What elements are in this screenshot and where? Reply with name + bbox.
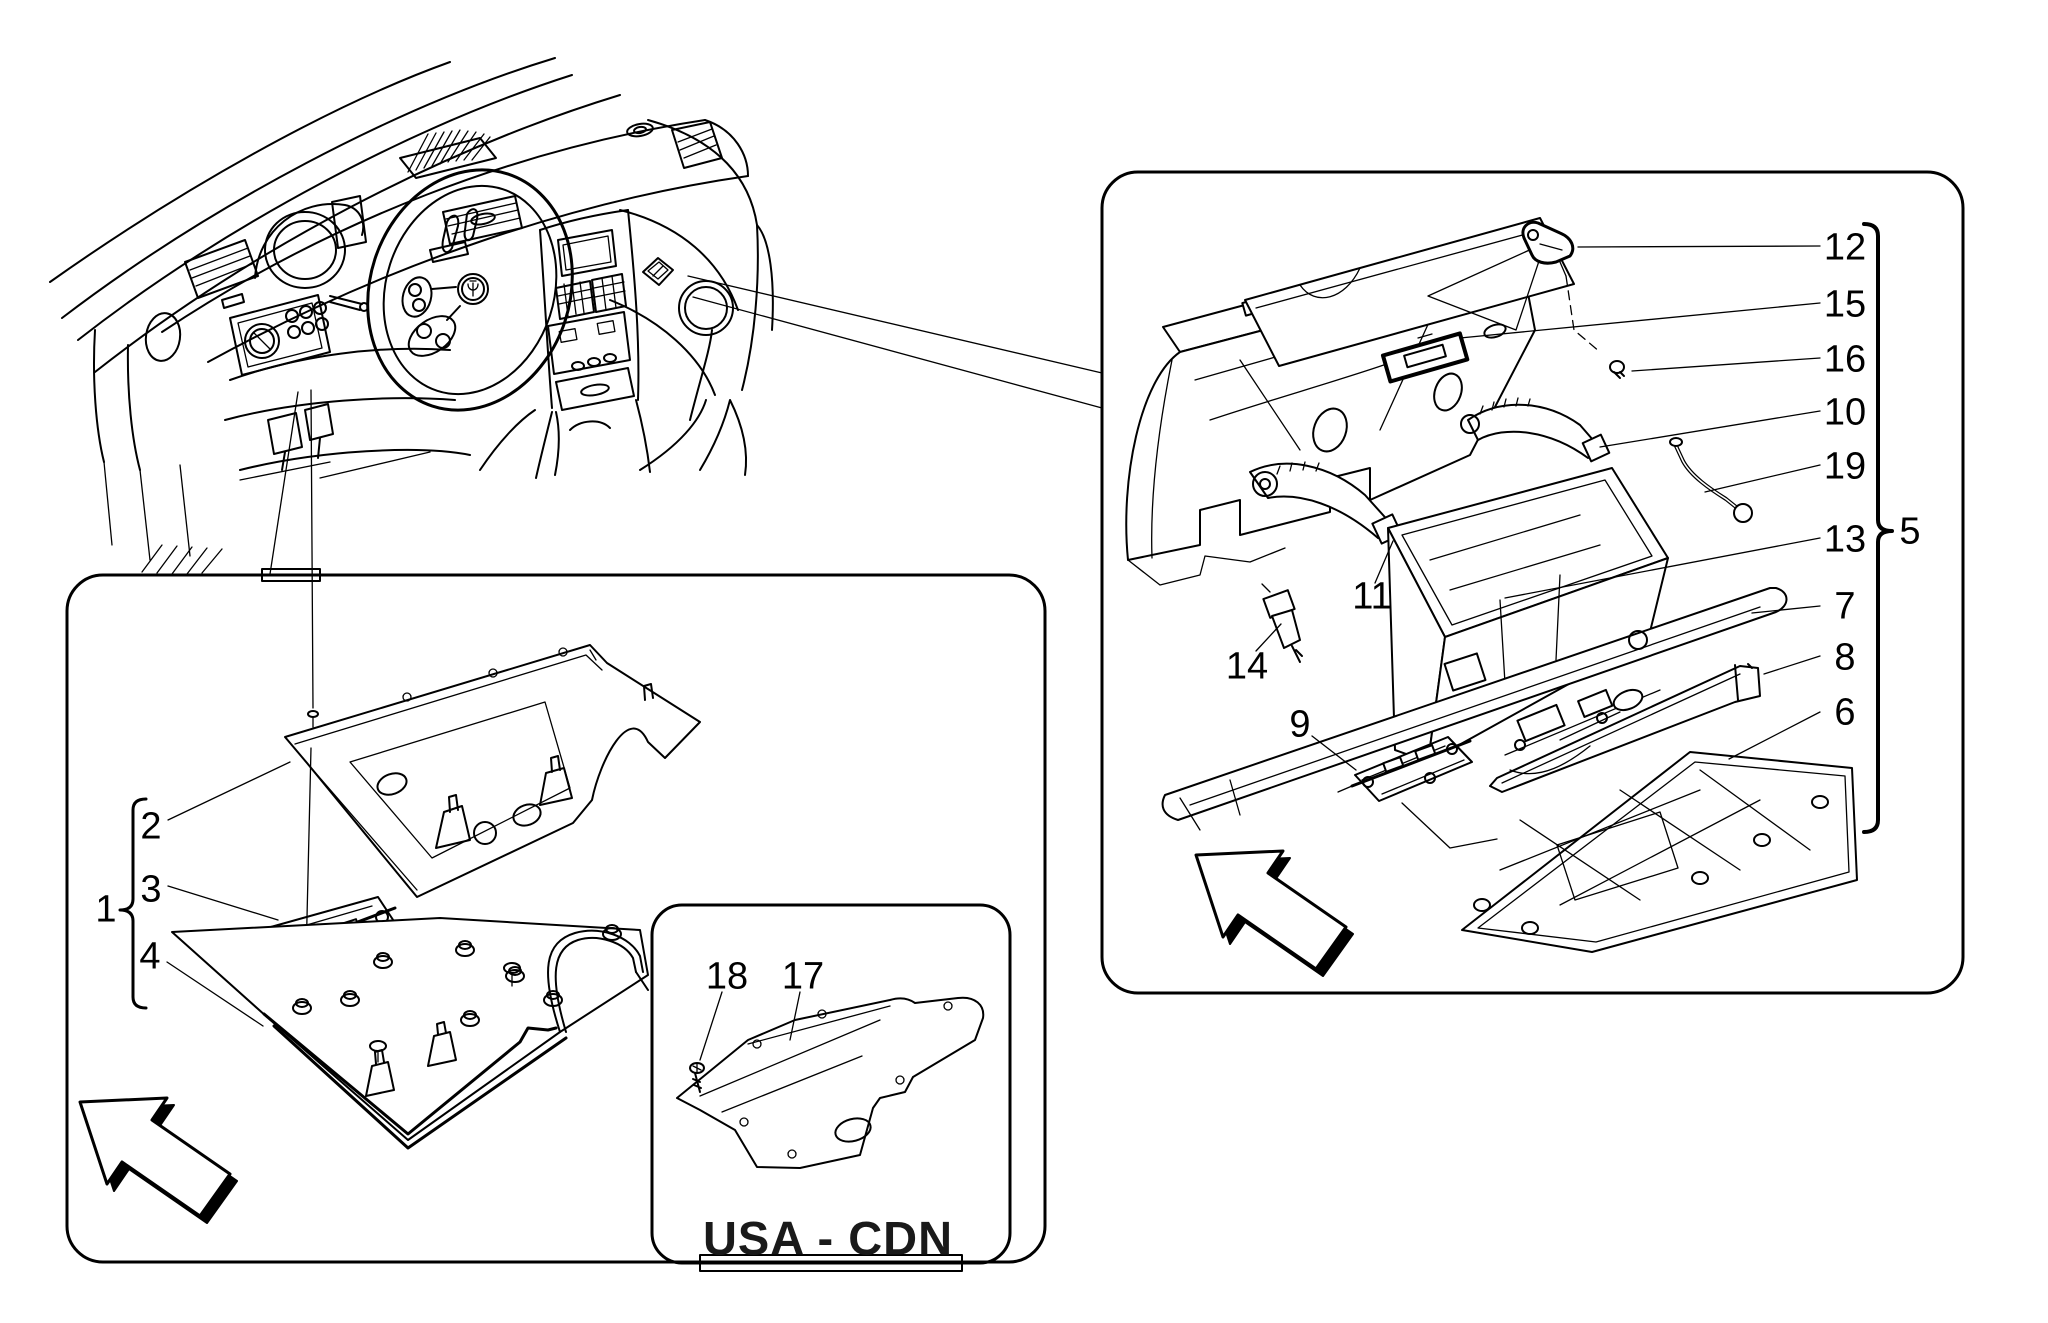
grommets: [292, 924, 622, 1027]
left-detail-box: [65, 568, 1047, 1264]
dashboard-callout-lines: [269, 275, 1103, 709]
callout-11: 11: [1352, 575, 1392, 618]
latch-part15: [1380, 331, 1470, 384]
right-group-brace: [1862, 222, 1894, 834]
callout-8: 8: [1834, 636, 1856, 679]
underdash-panel-part2: [284, 644, 701, 898]
right-detail-box: [1100, 170, 1965, 995]
glovebox-lid: [1244, 217, 1575, 367]
direction-arrow-left: [78, 1096, 238, 1224]
pin-part16: [1609, 360, 1625, 379]
callout-14: 14: [1225, 645, 1269, 688]
direction-arrow-right: [1194, 849, 1354, 977]
inset-region-label: USA - CDN: [702, 1211, 954, 1265]
callout-16: 16: [1823, 338, 1867, 381]
callout-19: 19: [1823, 445, 1867, 488]
door-panel-part7: [1161, 587, 1788, 831]
dashboard-illustration: [49, 57, 774, 575]
lower-panel-part4: [171, 917, 649, 1150]
callout-6: 6: [1834, 691, 1856, 734]
latch-mechanism: [1504, 688, 1661, 775]
usa-callout-leaders: [699, 991, 801, 1061]
floor-plate-part17: [676, 996, 985, 1169]
callout-5: 5: [1899, 510, 1921, 553]
callout-10: 10: [1823, 391, 1867, 434]
sensor-part14: [1261, 583, 1303, 663]
callout-7: 7: [1834, 585, 1856, 628]
callout-3: 3: [140, 868, 162, 911]
callout-2: 2: [140, 805, 162, 848]
callout-13: 13: [1823, 518, 1867, 561]
hinge-part9: [1337, 736, 1498, 849]
right-callout-leaders: [1255, 245, 1821, 771]
callout-9: 9: [1289, 703, 1311, 746]
striker-part12: [1521, 220, 1601, 353]
usa-cdn-inset-box: [650, 903, 1012, 1272]
guide-rail-part8: [1489, 663, 1761, 793]
callout-18: 18: [705, 955, 749, 998]
damper-arm-part10: [1460, 397, 1611, 463]
callout-17: 17: [781, 955, 825, 998]
callout-12: 12: [1823, 226, 1867, 269]
check-rod-part19: [1669, 437, 1753, 523]
callout-1: 1: [95, 888, 117, 931]
callout-15: 15: [1823, 283, 1867, 326]
screw-part18: [689, 1062, 705, 1093]
left-callout-leaders: [166, 761, 291, 1027]
outer-door-panel-part6: [1461, 751, 1858, 953]
left-group-brace: [118, 797, 148, 1010]
callout-4: 4: [139, 935, 161, 978]
